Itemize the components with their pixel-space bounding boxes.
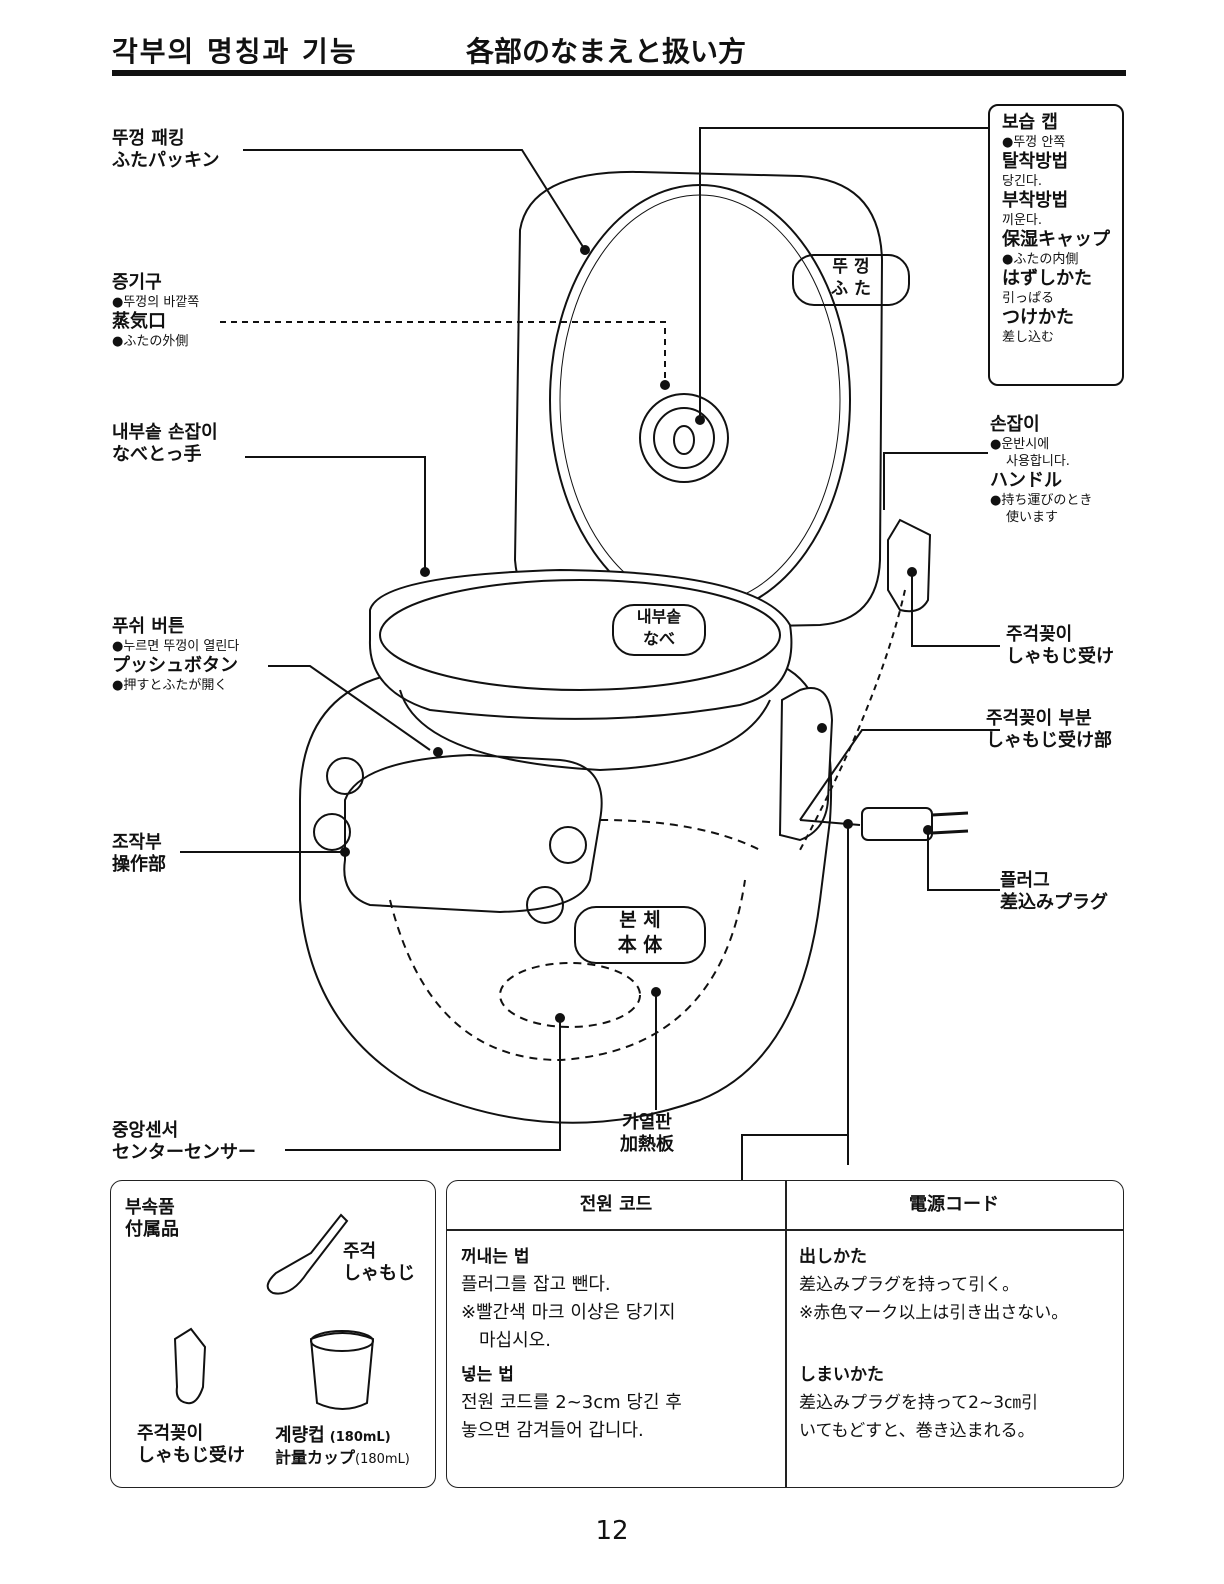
label-steam-vent: 증기구 ●뚜껑의 바깥쪽 蒸気口 ●ふたの外側 <box>112 272 200 349</box>
power-cord-table: 전원 코드 電源コード 꺼내는 법 플러그를 잡고 뺀다. ※빨간색 마크 이상… <box>446 1180 1124 1488</box>
label-lid: 뚜 껑 ふ た <box>792 254 910 306</box>
accessories-drawings <box>173 1213 375 1410</box>
heating-plate-outline <box>499 962 641 1028</box>
page-title-korean: 각부의 명칭과 기능 <box>112 35 358 68</box>
cord-instructions-japanese: 出しかた 差込みプラグを持って引く。 ※赤色マーク以上は引き出さない。 しまいか… <box>799 1247 1069 1441</box>
label-body: 본 체 本 体 <box>574 906 706 964</box>
page-title-japanese: 各部のなまえと扱い方 <box>466 35 747 68</box>
control-button <box>326 757 364 795</box>
page-number: 12 <box>595 1516 629 1546</box>
label-heating-plate: 가열판 加熱板 <box>620 1112 674 1155</box>
scoop-holder <box>887 518 932 613</box>
label-push-button: 푸쉬 버튼 ●누르면 뚜껑이 열린다 プッシュボタン ●押すとふたが開く <box>112 616 240 693</box>
accessories-title: 부속품 付属品 <box>125 1197 179 1240</box>
lid-outline <box>513 170 884 632</box>
handle <box>778 687 834 842</box>
label-scoop-holder-part: 주걱꽂이 부분 しゃもじ受け部 <box>986 708 1112 751</box>
header-rule <box>112 70 1126 76</box>
scoop-holder-drawing <box>173 1327 207 1405</box>
label-handle: 손잡이 ●운반시에 사용합니다. ハンドル ●持ち運びのとき 使います <box>990 414 1093 525</box>
control-button <box>313 813 351 851</box>
label-scoop-holder: 주걱꽂이 しゃもじ受け <box>1006 624 1114 667</box>
inner-pot <box>368 568 793 720</box>
label-lid-packing: 뚜껑 패킹 ふたパッキン <box>112 128 220 171</box>
label-inner-pot: 내부솥 なべ <box>612 604 706 656</box>
control-button <box>526 886 564 924</box>
cord-column-divider <box>785 1181 787 1487</box>
body-outline <box>299 658 833 1124</box>
rice-paddle-drawing <box>266 1213 349 1295</box>
measuring-cup-drawing <box>309 1332 375 1410</box>
label-control-panel: 조작부 操作部 <box>112 832 166 875</box>
keep-warm-cap-box: 보습 캡 ●뚜껑 안쪽 탈착방법 당긴다. 부착방법 끼운다. 保湿キャップ ●… <box>988 104 1124 386</box>
keep-warm-cap <box>639 393 729 483</box>
accessory-cup-label: 계량컵 (180mL) 計量カップ(180mL) <box>275 1425 410 1467</box>
accessory-paddle-label: 주걱 しゃもじ <box>343 1241 415 1284</box>
cord-instructions-korean: 꺼내는 법 플러그를 잡고 뺀다. ※빨간색 마크 이상은 당기지 마십시오. … <box>461 1247 682 1441</box>
label-plug: 플러그 差込みプラグ <box>1000 870 1108 913</box>
accessories-panel: 부속품 付属品 주걱 しゃもじ 주걱꽂이 しゃもじ受け 계량컵 (180mL) … <box>110 1180 436 1488</box>
label-center-sensor: 중앙센서 センターセンサー <box>112 1120 256 1163</box>
cord-header-japanese: 電源コード <box>909 1194 999 1215</box>
power-plug <box>861 807 933 841</box>
accessory-holder-label: 주걱꽂이 しゃもじ受け <box>137 1423 245 1466</box>
control-button <box>549 826 587 864</box>
cord-header-korean: 전원 코드 <box>579 1194 653 1215</box>
label-pot-handle: 내부솥 손잡이 なべとっ手 <box>112 422 218 465</box>
